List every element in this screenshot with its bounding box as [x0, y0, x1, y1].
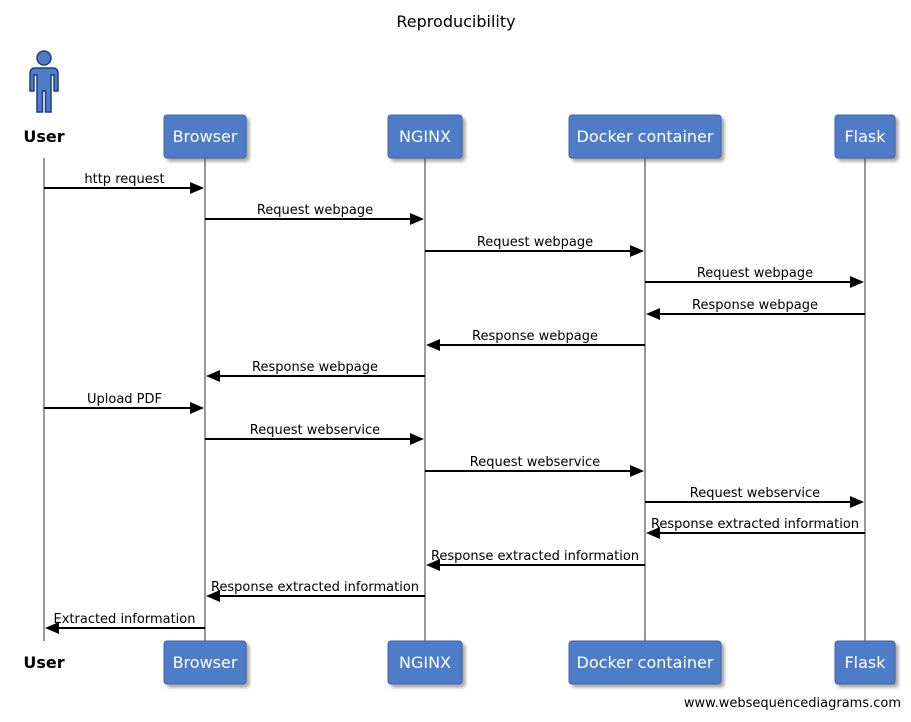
message-3: Request webpage: [425, 235, 644, 257]
arrowhead-icon: [646, 527, 660, 539]
message-4: Request webpage: [645, 266, 864, 288]
participants-top: User Browser NGINX Docker container Flask: [23, 50, 896, 159]
arrowhead-icon: [426, 339, 440, 351]
message-11: Request webservice: [645, 486, 864, 508]
participant-box-nginx-bottom: [387, 640, 463, 685]
arrowhead-icon: [45, 622, 59, 634]
participant-label-flask-bottom: Flask: [844, 653, 886, 672]
arrowhead-icon: [190, 402, 204, 414]
message-label: Response webpage: [472, 329, 598, 344]
message-label: Upload PDF: [87, 392, 162, 407]
message-label: Extracted information: [54, 612, 196, 627]
message-label: Request webpage: [477, 235, 593, 250]
participant-box-flask-top: [834, 114, 896, 159]
participant-box-nginx-top: [387, 114, 463, 159]
message-label: Request webservice: [690, 486, 820, 501]
message-label: Request webpage: [697, 266, 813, 281]
message-5: Response webpage: [646, 298, 865, 320]
message-label: Response extracted information: [651, 517, 859, 532]
arrowhead-icon: [206, 370, 220, 382]
participant-label-docker-bottom: Docker container: [577, 653, 714, 672]
participant-label-user-bottom: User: [23, 653, 64, 672]
user-actor-icon: [29, 50, 59, 113]
arrowhead-icon: [426, 559, 440, 571]
participant-box-flask-bottom: [834, 640, 896, 685]
message-10: Request webservice: [425, 455, 644, 477]
participant-box-docker-bottom: [568, 640, 722, 685]
diagram-title: Reproducibility: [396, 12, 515, 31]
participant-label-docker-top: Docker container: [577, 127, 714, 146]
message-1: http request: [44, 172, 204, 194]
message-12: Response extracted information: [646, 517, 865, 539]
arrowhead-icon: [206, 590, 220, 602]
message-2: Request webpage: [205, 203, 424, 225]
participant-box-docker-top: [568, 114, 722, 159]
message-label: Request webservice: [250, 423, 380, 438]
footer-credit: www.websequencediagrams.com: [684, 696, 901, 711]
message-label: http request: [84, 172, 164, 187]
participant-label-user-top: User: [23, 127, 64, 146]
message-label: Request webpage: [257, 203, 373, 218]
participant-box-browser-top: [163, 114, 247, 159]
participant-label-nginx-top: NGINX: [399, 127, 451, 146]
arrowhead-icon: [850, 276, 864, 288]
participant-label-browser-bottom: Browser: [173, 653, 238, 672]
arrowhead-icon: [630, 245, 644, 257]
message-8: Upload PDF: [44, 392, 204, 414]
participant-label-flask-top: Flask: [844, 127, 886, 146]
message-label: Request webservice: [470, 455, 600, 470]
message-label: Response webpage: [692, 298, 818, 313]
arrowhead-icon: [190, 182, 204, 194]
arrowhead-icon: [410, 213, 424, 225]
arrowhead-icon: [630, 465, 644, 477]
message-15: Extracted information: [45, 612, 205, 634]
message-13: Response extracted information: [426, 549, 645, 571]
message-label: Response extracted information: [431, 549, 639, 564]
arrowhead-icon: [850, 496, 864, 508]
message-label: Response extracted information: [211, 580, 419, 595]
arrowhead-icon: [410, 433, 424, 445]
arrowhead-icon: [646, 308, 660, 320]
message-14: Response extracted information: [206, 580, 425, 602]
lifelines: [43, 158, 866, 641]
message-9: Request webservice: [205, 423, 424, 445]
message-6: Response webpage: [426, 329, 645, 351]
message-label: Response webpage: [252, 360, 378, 375]
participants-bottom: User Browser NGINX Docker container Flask: [23, 640, 896, 685]
participant-box-browser-bottom: [163, 640, 247, 685]
participant-label-nginx-bottom: NGINX: [399, 653, 451, 672]
message-7: Response webpage: [206, 360, 425, 382]
participant-label-browser-top: Browser: [173, 127, 238, 146]
